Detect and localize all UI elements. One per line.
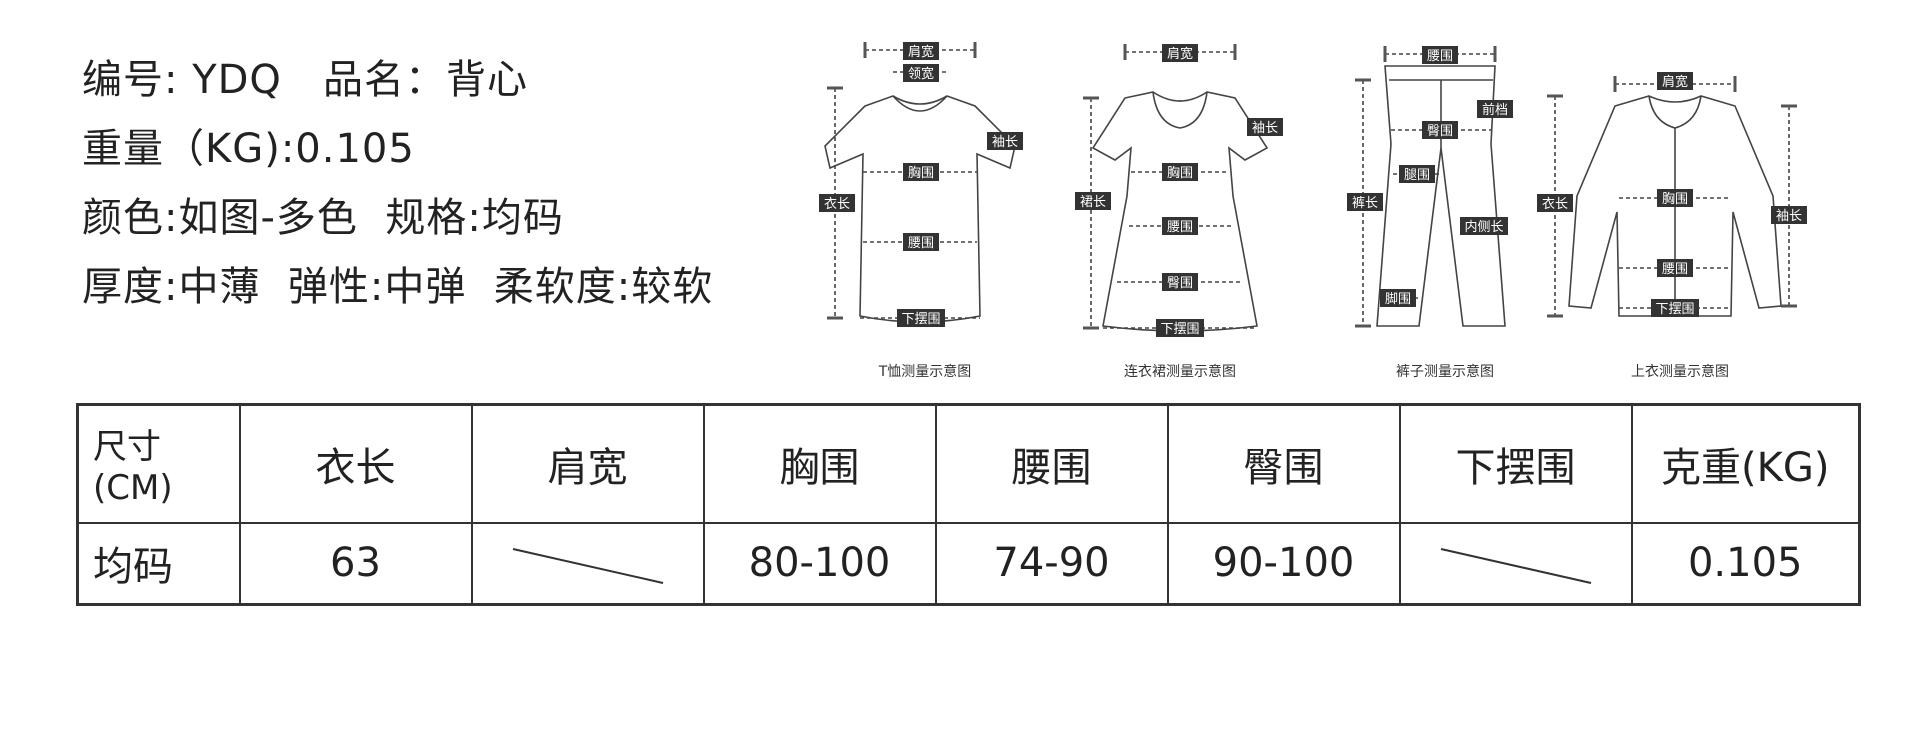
pants-length-label: 裤长 bbox=[1352, 196, 1378, 211]
tshirt-shoulder-label: 肩宽 bbox=[908, 44, 934, 60]
pants-caption: 裤子测量示意图 bbox=[1396, 363, 1494, 380]
top-shoulder-label: 肩宽 bbox=[1662, 74, 1688, 90]
tshirt-waist-label: 腰围 bbox=[908, 236, 934, 251]
info-fabric: 厚度:中薄 弹性:中弹 柔软度:较软 bbox=[82, 264, 714, 310]
dress-caption: 连衣裙测量示意图 bbox=[1124, 363, 1236, 380]
top-hem-label: 下摆围 bbox=[1655, 302, 1694, 317]
pants-inseam-label: 内侧长 bbox=[1464, 219, 1503, 235]
dress-sleeve-label: 袖长 bbox=[1252, 121, 1278, 136]
table-row: 均码 63 80-100 74-90 90-100 0.105 bbox=[76, 521, 1861, 606]
dress-length-label: 裙长 bbox=[1080, 195, 1106, 210]
dress-chest-label: 胸围 bbox=[1167, 166, 1193, 181]
empty-cell-slash bbox=[1440, 548, 1591, 585]
tshirt-caption: T恤测量示意图 bbox=[878, 363, 972, 380]
cell-shoulder-empty bbox=[470, 521, 705, 606]
pants-thigh-label: 腿围 bbox=[1404, 168, 1430, 183]
product-info: 编号: YDQ 品名：背心 重量（KG):0.105 颜色:如图-多色 规格:均… bbox=[82, 60, 713, 336]
header-length: 衣长 bbox=[238, 403, 473, 524]
cell-hem-empty bbox=[1398, 521, 1633, 606]
dress-shoulder-label: 肩宽 bbox=[1167, 46, 1193, 62]
tshirt-sleeve-label: 袖长 bbox=[992, 135, 1018, 150]
tshirt-chest-label: 胸围 bbox=[908, 166, 934, 181]
top-waist-label: 腰围 bbox=[1662, 262, 1688, 277]
top-labels: 肩宽 衣长 胸围 袖长 腰围 下摆围 上衣测量示意图 bbox=[1537, 72, 1807, 380]
diagrams-svg: 肩宽 领宽 袖长 胸围 衣长 腰围 下摆围 T恤测量示意图 肩宽 袖长 胸围 裙… bbox=[819, 42, 1807, 380]
tshirt-hem-label: 下摆围 bbox=[901, 312, 940, 327]
tshirt-length-label: 衣长 bbox=[824, 196, 850, 212]
dress-labels: 肩宽 袖长 胸围 裙长 腰围 臀围 下摆围 连衣裙测量示意图 bbox=[1075, 44, 1283, 380]
pants-labels: 腰围 前档 臀围 腿围 裤长 内侧长 脚围 裤子测量示意图 bbox=[1347, 46, 1513, 380]
header-chest: 胸围 bbox=[702, 403, 937, 524]
cell-waist: 74-90 bbox=[934, 521, 1169, 606]
pants-waist-label: 腰围 bbox=[1427, 49, 1453, 64]
pants-hip-label: 臀围 bbox=[1427, 124, 1453, 139]
header-weight: 克重(KG) bbox=[1630, 403, 1861, 524]
header-hem: 下摆围 bbox=[1398, 403, 1633, 524]
measurement-diagrams: 肩宽 领宽 袖长 胸围 衣长 腰围 下摆围 T恤测量示意图 肩宽 袖长 胸围 裙… bbox=[815, 36, 1825, 396]
tshirt-figure bbox=[824, 42, 1016, 323]
table-header-row: 尺寸(CM) 衣长 肩宽 胸围 腰围 臀围 下摆围 克重(KG) bbox=[76, 403, 1861, 524]
dress-waist-label: 腰围 bbox=[1167, 220, 1193, 235]
empty-cell-slash bbox=[512, 548, 663, 585]
size-table: 尺寸(CM) 衣长 肩宽 胸围 腰围 臀围 下摆围 克重(KG) 均码 63 8… bbox=[76, 403, 1861, 606]
pants-rise-label: 前档 bbox=[1482, 102, 1508, 118]
cell-hip: 90-100 bbox=[1166, 521, 1401, 606]
dress-hem-label: 下摆围 bbox=[1160, 322, 1199, 337]
header-size: 尺寸(CM) bbox=[76, 403, 241, 524]
cell-weight: 0.105 bbox=[1630, 521, 1861, 606]
top-length-label: 衣长 bbox=[1542, 196, 1568, 212]
header-shoulder: 肩宽 bbox=[470, 403, 705, 524]
top-sleeve-label: 袖长 bbox=[1776, 209, 1802, 224]
cell-length: 63 bbox=[238, 521, 473, 606]
header-hip: 臀围 bbox=[1166, 403, 1401, 524]
top-chest-label: 胸围 bbox=[1662, 192, 1688, 207]
header-waist: 腰围 bbox=[934, 403, 1169, 524]
dress-hip-label: 臀围 bbox=[1167, 276, 1193, 291]
top-caption: 上衣测量示意图 bbox=[1631, 363, 1729, 380]
pants-leg-label: 脚围 bbox=[1385, 291, 1411, 307]
cell-chest: 80-100 bbox=[702, 521, 937, 606]
info-weight: 重量（KG):0.105 bbox=[82, 126, 415, 172]
cell-size: 均码 bbox=[76, 521, 241, 606]
info-code-name: 编号: YDQ 品名：背心 bbox=[82, 57, 529, 103]
info-color-spec: 颜色:如图-多色 规格:均码 bbox=[82, 195, 564, 241]
tshirt-neck-label: 领宽 bbox=[908, 66, 934, 82]
pants-figure bbox=[1355, 46, 1506, 328]
tshirt-labels: 肩宽 领宽 袖长 胸围 衣长 腰围 下摆围 T恤测量示意图 bbox=[819, 42, 1023, 380]
